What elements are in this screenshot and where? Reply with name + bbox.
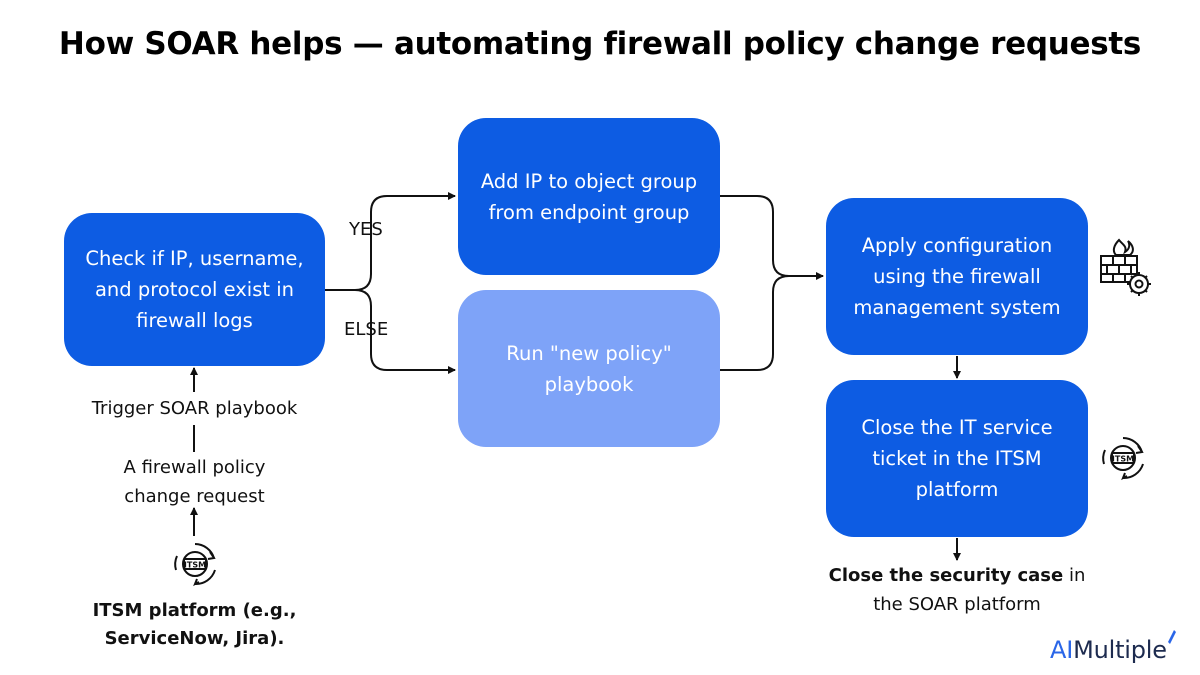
- close-ticket-box: Close the IT service ticket in the ITSM …: [826, 380, 1088, 537]
- request-label-line2: change request: [124, 486, 265, 507]
- close-case-rest: in: [1063, 565, 1086, 586]
- close-case-label: Close the security case in the SOAR plat…: [780, 561, 1134, 619]
- apply-config-box: Apply configuration using the firewall m…: [826, 198, 1088, 355]
- close-ticket-text: Close the IT service ticket in the ITSM …: [861, 416, 1053, 501]
- add-ip-text: Add IP to object group from endpoint gro…: [480, 169, 698, 224]
- itsm-gear-cycle-icon-right: ITSM: [1102, 437, 1144, 481]
- itsm-gear-cycle-icon: ITSM: [174, 543, 216, 587]
- diagram-title: How SOAR helps — automating firewall pol…: [58, 26, 1142, 62]
- close-case-line1: Close the security case in: [780, 561, 1134, 590]
- new-policy-box: Run "new policy" playbook: [458, 290, 720, 447]
- aimultiple-logo: AIMultiple: [1050, 630, 1176, 664]
- request-label-line1: A firewall policy: [123, 457, 266, 478]
- new-policy-text: Run "new policy" playbook: [506, 341, 672, 396]
- trigger-label: Trigger SOAR playbook: [91, 398, 298, 419]
- check-logs-box: Check if IP, username, and protocol exis…: [64, 213, 325, 366]
- logo-part2: Multiple: [1073, 636, 1167, 664]
- svg-text:ITSM: ITSM: [1112, 455, 1134, 464]
- connector-add-ip-merge: [720, 195, 790, 277]
- connector-new-policy-merge: [720, 275, 790, 371]
- check-logs-text: Check if IP, username, and protocol exis…: [85, 247, 304, 332]
- add-ip-box: Add IP to object group from endpoint gro…: [458, 118, 720, 275]
- logo-part1: AI: [1050, 636, 1074, 664]
- close-case-line2: the SOAR platform: [873, 594, 1041, 615]
- close-case-bold: Close the security case: [828, 565, 1064, 586]
- apply-config-text: Apply configuration using the firewall m…: [853, 234, 1061, 319]
- itsm-platform-line1: ITSM platform (e.g.,: [92, 600, 297, 621]
- yes-label: YES: [349, 219, 383, 240]
- connector-else-branch: [354, 289, 456, 374]
- itsm-platform-label: ITSM platform (e.g., ServiceNow, Jira).: [64, 597, 325, 653]
- logo-spark-icon: [1167, 630, 1176, 644]
- firewall-gear-icon: [1100, 238, 1151, 296]
- request-label: A firewall policy change request: [64, 453, 325, 511]
- svg-text:ITSM: ITSM: [184, 561, 206, 570]
- connector-yes-branch: [354, 192, 456, 291]
- else-label: ELSE: [344, 319, 389, 340]
- itsm-platform-line2: ServiceNow, Jira).: [104, 628, 285, 649]
